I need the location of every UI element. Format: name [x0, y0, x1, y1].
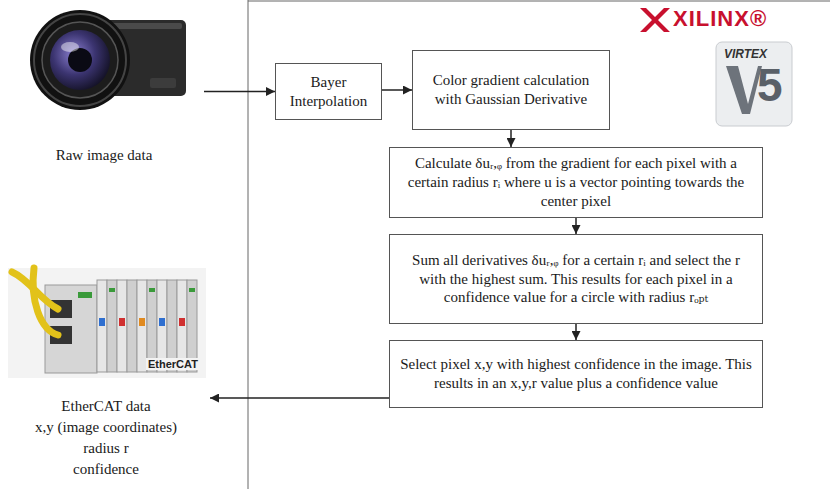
process-box: Bayer Interpolation: [275, 63, 382, 120]
camera-source: Raw image data: [4, 4, 204, 166]
caption-text: x,y (image coordinates): [2, 417, 210, 438]
xilinx-logo-mark: [640, 8, 670, 32]
box-text: Select pixel x,y with highest confidence…: [398, 355, 754, 393]
virtex-logo: [716, 42, 792, 126]
caption-group: Raw image data: [4, 145, 204, 166]
box-text: Color gradient calculation with Gaussian…: [421, 71, 601, 109]
box-text: Sum all derivatives δuᵣ,ᵩ for a certain …: [398, 251, 754, 307]
flow-arrow: [204, 91, 275, 93]
panel-frame: [248, 1, 830, 2]
logo-text: EtherCAT: [146, 358, 200, 370]
process-box: Color gradient calculation with Gaussian…: [412, 50, 610, 130]
box-text: Bayer Interpolation: [284, 73, 373, 111]
ethercat-output: EtherCAT datax,y (image coordinates)radi…: [2, 265, 210, 479]
flow-arrow: [382, 89, 412, 91]
process-box: Calculate δuᵣ,ᵩ from the gradient for ea…: [389, 147, 763, 218]
logo-text: 5: [757, 62, 783, 108]
flow-arrow: [575, 218, 577, 234]
camera-illustration: [30, 10, 186, 110]
caption-text: EtherCAT data: [2, 396, 210, 417]
flow-arrow: [575, 324, 577, 340]
caption-text: confidence: [2, 459, 210, 480]
panel-frame: [248, 0, 249, 489]
flow-arrow: [210, 397, 389, 399]
caption-text: radius r: [2, 438, 210, 459]
ethercat-illustration: [8, 268, 206, 378]
process-box: Select pixel x,y with highest confidence…: [389, 340, 763, 408]
caption-text: Raw image data: [4, 145, 204, 166]
flow-arrow: [510, 130, 512, 147]
box-text: Calculate δuᵣ,ᵩ from the gradient for ea…: [398, 154, 754, 210]
logo-text: VIRTEX: [724, 47, 767, 61]
logo-text: XILINX®: [673, 6, 767, 32]
caption-group: EtherCAT datax,y (image coordinates)radi…: [2, 396, 210, 480]
process-box: Sum all derivatives δuᵣ,ᵩ for a certain …: [389, 234, 763, 324]
